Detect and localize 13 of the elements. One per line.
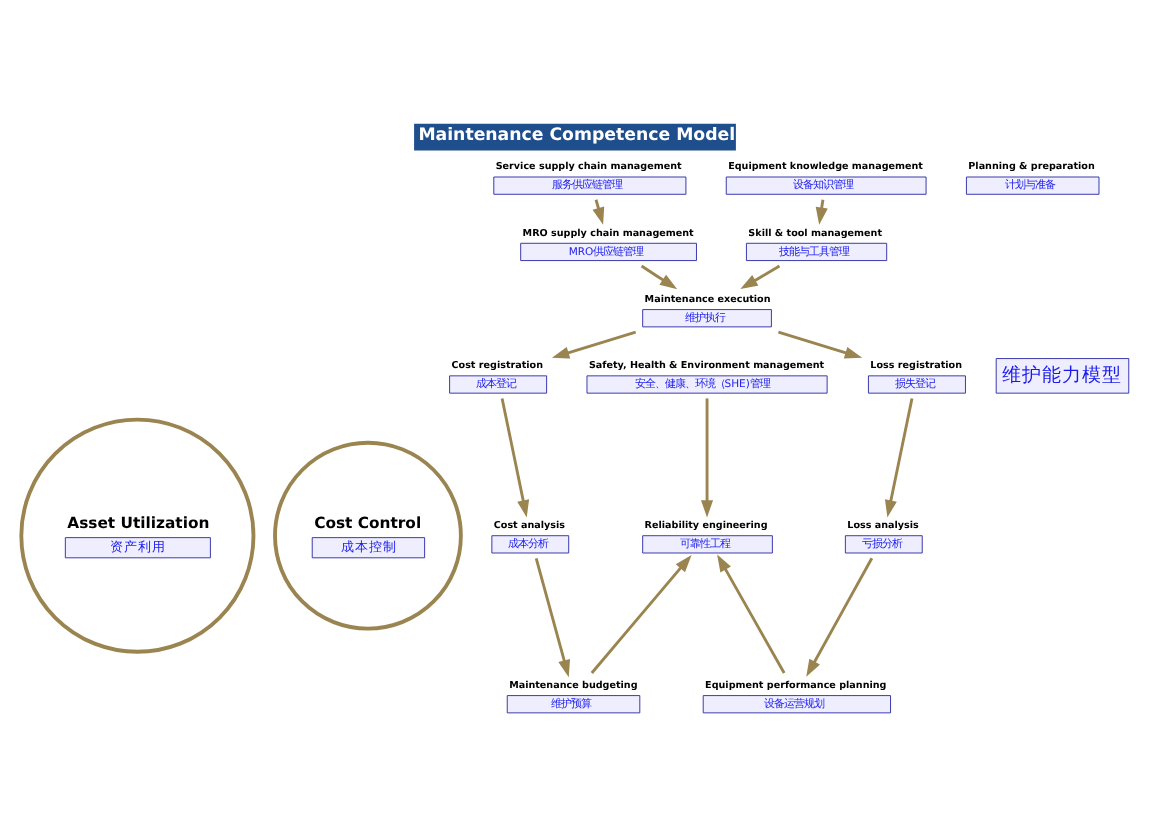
arrow	[778, 330, 863, 359]
label: 维护能力模型	[1002, 364, 1123, 387]
arrow	[700, 398, 714, 518]
arrow	[806, 557, 874, 677]
arrow	[717, 554, 786, 674]
arrow	[640, 264, 678, 290]
arrow	[551, 330, 637, 359]
arrow	[500, 398, 530, 518]
diagram-title: Maintenance Competence Model	[418, 126, 736, 147]
arrow	[590, 555, 692, 674]
arrow	[884, 398, 914, 518]
arrow	[534, 557, 571, 678]
arrow	[740, 264, 781, 290]
